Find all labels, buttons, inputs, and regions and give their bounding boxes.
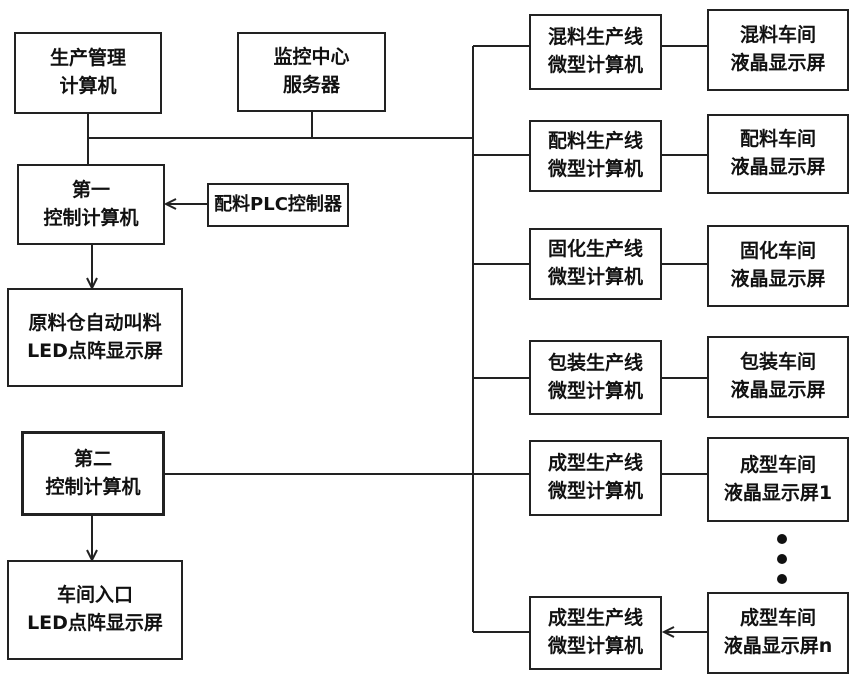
forming-line-n-label-2: 微型计算机 xyxy=(547,635,643,657)
plc-label: 配料PLC控制器 xyxy=(214,193,342,215)
curing-line-computer: 固化生产线 微型计算机 xyxy=(529,228,662,300)
ellipsis-dot-2 xyxy=(777,554,787,564)
forming-line-computer-1: 成型生产线 微型计算机 xyxy=(529,440,662,516)
forming-lcd-1-label-2: 液晶显示屏1 xyxy=(723,481,833,504)
batching-plc-controller: 配料PLC控制器 xyxy=(207,183,349,227)
first-control-computer: 第一 控制计算机 xyxy=(17,164,165,245)
production-mgmt-computer: 生产管理 计算机 xyxy=(14,32,162,114)
forming-workshop-lcd-n: 成型车间 液晶显示屏n xyxy=(707,592,849,674)
curing-lcd-label-1: 固化车间 xyxy=(739,240,816,263)
production-mgmt-label-1: 生产管理 xyxy=(49,47,126,70)
forming-line-1-label-1: 成型生产线 xyxy=(547,452,643,475)
raw-led-label-2: LED点阵显示屏 xyxy=(27,339,163,362)
mixing-line-computer: 混料生产线 微型计算机 xyxy=(529,14,662,90)
curing-lcd-label-2: 液晶显示屏 xyxy=(730,268,826,290)
forming-lcd-1-label-1: 成型车间 xyxy=(739,453,816,476)
forming-line-computer-n: 成型生产线 微型计算机 xyxy=(529,596,662,670)
packing-lcd-label-1: 包装车间 xyxy=(739,351,816,374)
batching-line-label-1: 配料生产线 xyxy=(547,130,643,153)
forming-line-n-label-1: 成型生产线 xyxy=(547,607,643,630)
mixing-line-label-1: 混料生产线 xyxy=(547,26,643,49)
forming-lcd-n-label-1: 成型车间 xyxy=(739,607,816,630)
packing-line-computer: 包装生产线 微型计算机 xyxy=(529,340,662,415)
packing-lcd-label-2: 液晶显示屏 xyxy=(730,379,826,401)
second-control-label-1: 第二 xyxy=(73,447,112,470)
monitor-center-label-1: 监控中心 xyxy=(273,46,350,69)
forming-line-1-label-2: 微型计算机 xyxy=(547,480,643,502)
workshop-entrance-led-display: 车间入口 LED点阵显示屏 xyxy=(7,560,183,660)
batching-line-label-2: 微型计算机 xyxy=(547,158,643,180)
mixing-workshop-lcd: 混料车间 液晶显示屏 xyxy=(707,9,849,91)
arrow-plc xyxy=(163,198,177,210)
curing-line-label-2: 微型计算机 xyxy=(547,266,643,288)
batching-lcd-label-1: 配料车间 xyxy=(739,128,816,151)
first-control-label-2: 控制计算机 xyxy=(43,206,139,229)
entrance-led-label-2: LED点阵显示屏 xyxy=(27,612,163,634)
entrance-led-label-1: 车间入口 xyxy=(56,584,133,607)
production-mgmt-label-2: 计算机 xyxy=(59,75,117,97)
batching-line-computer: 配料生产线 微型计算机 xyxy=(529,120,662,192)
raw-material-led-display: 原料仓自动叫料 LED点阵显示屏 xyxy=(7,288,183,387)
mixing-line-label-2: 微型计算机 xyxy=(547,54,643,76)
first-control-label-1: 第一 xyxy=(71,178,110,201)
forming-lcd-n-label-2: 液晶显示屏n xyxy=(723,635,833,657)
ellipsis-dot-1 xyxy=(777,534,787,544)
arrow-forming-n xyxy=(661,626,675,638)
monitor-center-server: 监控中心 服务器 xyxy=(237,32,386,112)
packing-line-label-1: 包装生产线 xyxy=(547,351,643,374)
mixing-lcd-label-2: 液晶显示屏 xyxy=(730,52,826,74)
second-control-computer: 第二 控制计算机 xyxy=(21,431,165,516)
curing-line-label-1: 固化生产线 xyxy=(547,238,643,261)
packing-line-label-2: 微型计算机 xyxy=(547,379,643,402)
mixing-lcd-label-1: 混料车间 xyxy=(739,24,816,47)
curing-workshop-lcd: 固化车间 液晶显示屏 xyxy=(707,225,849,307)
packing-workshop-lcd: 包装车间 液晶显示屏 xyxy=(707,336,849,418)
ellipsis-dot-3 xyxy=(777,574,787,584)
forming-workshop-lcd-1: 成型车间 液晶显示屏1 xyxy=(707,437,849,522)
second-control-label-2: 控制计算机 xyxy=(45,475,141,498)
batching-lcd-label-2: 液晶显示屏 xyxy=(730,156,826,178)
monitor-center-label-2: 服务器 xyxy=(282,74,340,96)
batching-workshop-lcd: 配料车间 液晶显示屏 xyxy=(707,114,849,194)
raw-led-label-1: 原料仓自动叫料 xyxy=(28,311,162,334)
